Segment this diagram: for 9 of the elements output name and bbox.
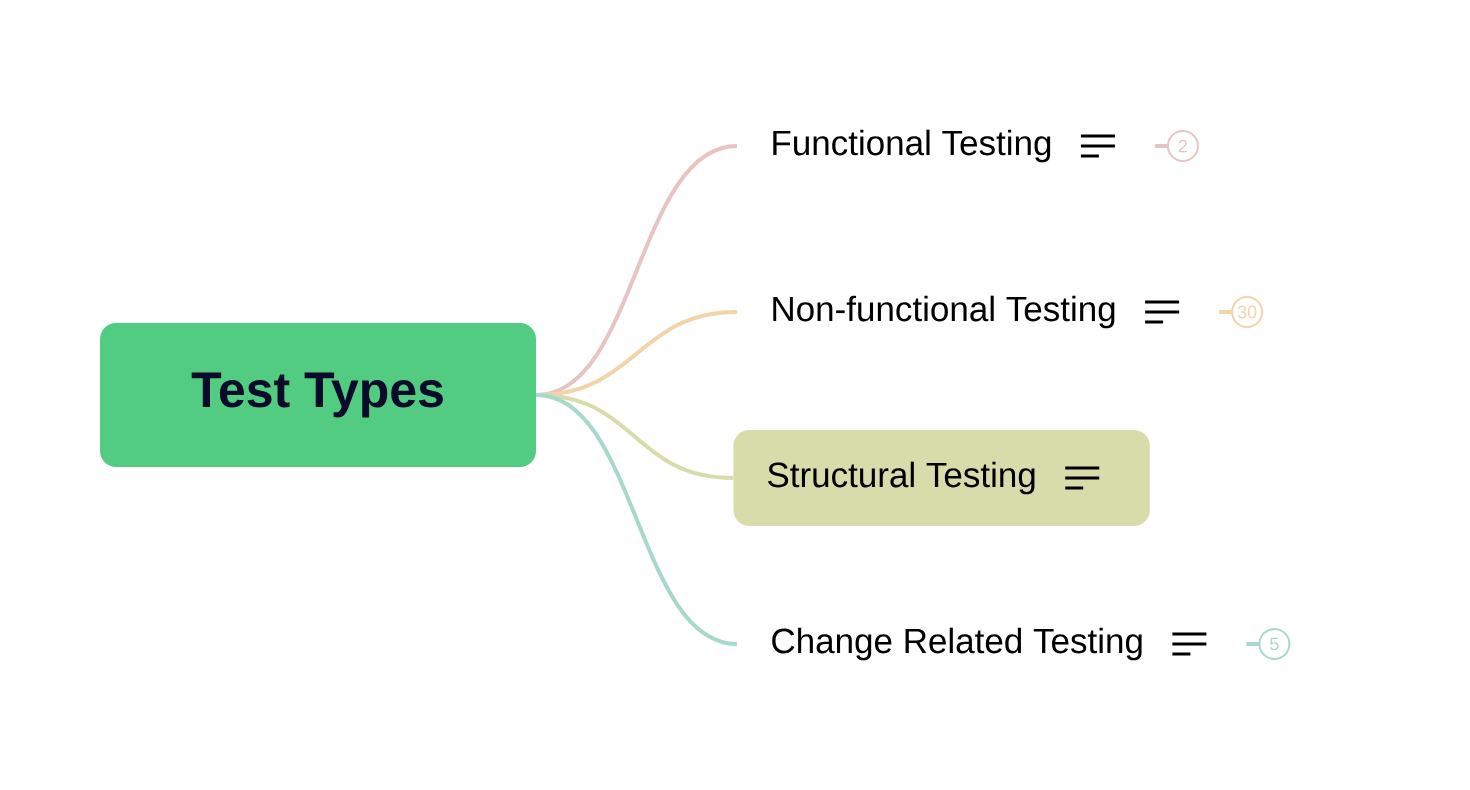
count-badge: 30 <box>1231 296 1264 328</box>
topic-label: Non-functional Testing <box>773 295 1115 329</box>
count-badge: 5 <box>1258 628 1291 660</box>
root-topic-box: Test Types <box>100 323 536 467</box>
topic-label: Change Related Testing <box>772 627 1142 661</box>
count-badge: 2 <box>1166 130 1199 162</box>
topic-label: Functional Testing <box>773 129 1051 163</box>
branch-line <box>536 393 738 646</box>
topic-box: Structural Testing <box>733 430 1150 526</box>
